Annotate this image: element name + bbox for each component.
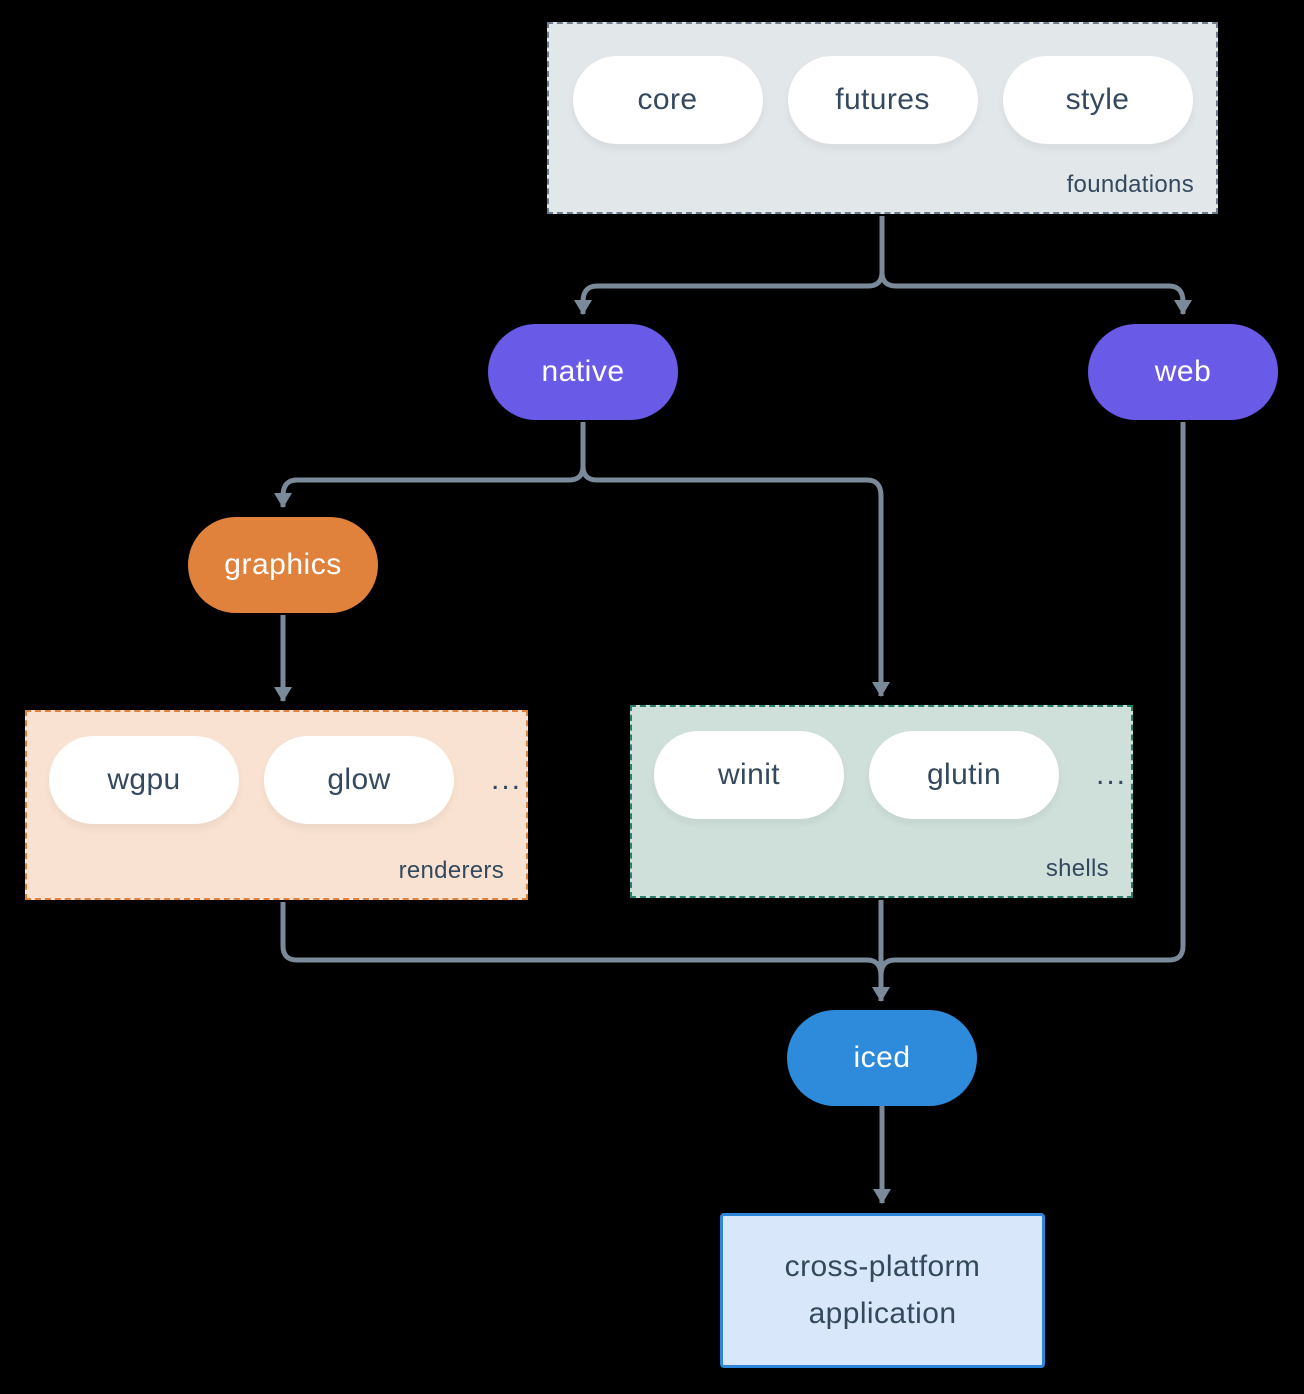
edge-native-to-graphics — [274, 422, 586, 508]
renderers-pill-row: wgpu glow ... — [27, 712, 526, 824]
node-graphics: graphics — [188, 517, 378, 613]
pill-winit: winit — [654, 731, 844, 819]
renderers-label: renderers — [398, 857, 504, 884]
pill-glow: glow — [264, 736, 454, 824]
group-shells: winit glutin ... shells — [630, 705, 1133, 898]
pill-core: core — [572, 56, 763, 144]
shells-label: shells — [1045, 855, 1109, 882]
pill-glutin: glutin — [869, 731, 1059, 819]
app-text-line2: application — [808, 1296, 957, 1330]
renderers-ellipsis: ... — [491, 763, 523, 796]
edge-renderers-to-iced — [280, 902, 884, 977]
foundations-label: foundations — [1066, 171, 1194, 198]
node-native: native — [488, 324, 678, 420]
group-foundations: core futures style foundations — [547, 22, 1218, 214]
cross-platform-application-box: cross-platform application — [720, 1213, 1045, 1368]
shells-ellipsis: ... — [1096, 758, 1128, 791]
pill-futures: futures — [787, 56, 978, 144]
edge-foundations-to-native — [574, 216, 885, 315]
group-renderers: wgpu glow ... renderers — [25, 710, 528, 900]
app-text-line1: cross-platform — [784, 1250, 981, 1283]
node-web: web — [1088, 324, 1278, 420]
pill-wgpu: wgpu — [49, 736, 239, 824]
edge-native-to-shells — [580, 465, 890, 697]
shells-pill-row: winit glutin ... — [632, 707, 1131, 819]
foundations-pill-row: core futures style — [549, 24, 1216, 144]
node-iced: iced — [787, 1010, 977, 1106]
pill-style: style — [1002, 56, 1193, 144]
edge-foundations-to-web — [879, 271, 1192, 315]
